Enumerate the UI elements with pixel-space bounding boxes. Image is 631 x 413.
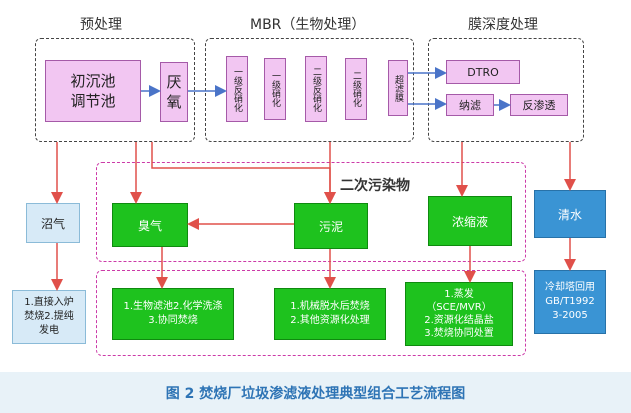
nanofilter-label: 纳滤 — [459, 99, 481, 112]
concentrate-box: 浓缩液 — [428, 196, 512, 246]
concentrate-treatment-box: 1.蒸发 （SCE/MVR） 2.资源化结晶盐 3.焚烧协同处置 — [405, 282, 513, 346]
anaerobic-box: 厌 氧 — [160, 62, 188, 122]
reverse-osmosis-label: 反渗透 — [522, 99, 556, 112]
dtro-box: DTRO — [446, 60, 520, 84]
pretreatment-group — [35, 38, 195, 142]
figure-caption: 图 2 焚烧厂垃圾渗滤液处理典型组合工艺流程图 — [165, 385, 466, 402]
settling-tank-box: 初沉池 调节池 — [45, 60, 141, 122]
secondary-pollutant-group — [96, 162, 526, 262]
mbr-nitrification-1-label: 一级硝化 — [270, 71, 280, 107]
dtro-label: DTRO — [467, 65, 499, 79]
mbr-nitrification-1-box: 一级硝化 — [264, 58, 286, 120]
ultrafilter-label: 超滤膜 — [393, 74, 403, 102]
cooling-tower-box: 冷却塔回用 GB/T1992 3-2005 — [534, 270, 606, 334]
clean-water-label: 清水 — [557, 207, 582, 222]
nanofilter-box: 纳滤 — [446, 94, 494, 116]
sludge-treatment-label: 1.机械脱水后焚烧 2.其他资源化处理 — [290, 301, 370, 326]
odor-label: 臭气 — [137, 218, 162, 233]
caption-bar: 图 2 焚烧厂垃圾渗滤液处理典型组合工艺流程图 — [0, 372, 631, 413]
odor-treatment-label: 1.生物滤池2.化学洗涤 3.协同焚烧 — [123, 301, 223, 326]
cooling-tower-label: 冷却塔回用 GB/T1992 3-2005 — [545, 282, 595, 321]
odor-treatment-box: 1.生物滤池2.化学洗涤 3.协同焚烧 — [112, 288, 234, 340]
section-title-mbr: MBR（生物处理） — [250, 17, 366, 33]
secondary-treatment-group — [96, 270, 526, 356]
concentrate-label: 浓缩液 — [451, 214, 488, 229]
mbr-nitrification-2-box: 二级硝化 — [345, 58, 367, 120]
membrane-group — [428, 38, 584, 142]
sludge-box: 污泥 — [294, 203, 368, 249]
biogas-label: 沼气 — [40, 216, 65, 231]
section-title-pretreatment: 预处理 — [80, 17, 122, 33]
ultrafilter-box: 超滤膜 — [388, 60, 408, 116]
mbr-denitrification-2-box: 二级反硝化 — [305, 56, 327, 122]
odor-box: 臭气 — [112, 203, 188, 247]
biogas-box: 沼气 — [26, 203, 80, 243]
mbr-denitrification-1-label: 一级反硝化 — [232, 66, 242, 112]
sludge-label: 污泥 — [318, 219, 343, 234]
arrow-to-sludge — [151, 142, 336, 204]
mbr-group — [205, 38, 414, 142]
mbr-denitrification-2-label: 二级反硝化 — [311, 66, 321, 112]
mbr-nitrification-2-label: 二级硝化 — [351, 71, 361, 107]
reverse-osmosis-box: 反渗透 — [510, 94, 568, 116]
settling-tank-label: 初沉池 调节池 — [70, 72, 116, 110]
section-title-membrane: 膜深度处理 — [468, 17, 538, 33]
concentrate-treatment-label: 1.蒸发 （SCE/MVR） 2.资源化结晶盐 3.焚烧协同处置 — [424, 289, 494, 339]
biogas-use-label: 1.直接入炉 焚烧2.提纯 发电 — [24, 297, 74, 336]
biogas-use-box: 1.直接入炉 焚烧2.提纯 发电 — [12, 290, 86, 344]
anaerobic-label: 厌 氧 — [166, 73, 182, 111]
section-title-secondary: 二次污染物 — [340, 178, 410, 194]
